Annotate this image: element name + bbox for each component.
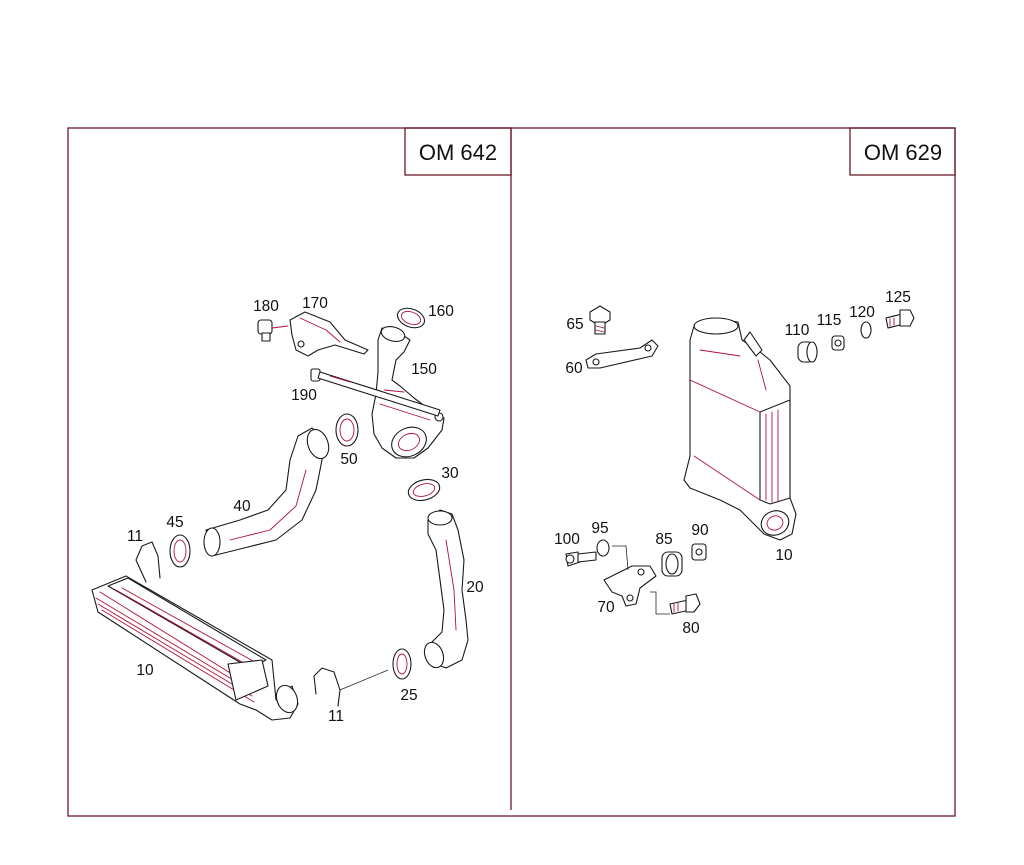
part-170-bracket [289, 311, 369, 357]
part-40-hose [203, 427, 330, 557]
part-45-seal-ring [169, 534, 191, 568]
panel-right-labels: 65 60 110 115 120 125 100 95 85 90 10 70… [554, 289, 911, 637]
part-90-sleeve [691, 543, 707, 561]
part-190-long-bolt [310, 368, 441, 417]
engine-label-right: OM 629 [864, 140, 942, 165]
label-170: 170 [302, 295, 328, 312]
label-115: 115 [817, 312, 842, 329]
panel-right-parts [565, 305, 915, 615]
part-70-bracket [603, 565, 657, 607]
part-100-bolt [565, 551, 597, 567]
part-180-bolt [257, 319, 289, 342]
part-50-seal-ring [335, 413, 359, 447]
part-10-intercooler-left [91, 575, 299, 721]
part-60-strap [585, 339, 659, 369]
panel-left-labels: 180 170 160 150 190 50 30 40 45 11 20 10… [127, 295, 484, 725]
part-95-washer [596, 539, 610, 557]
label-30: 30 [441, 465, 459, 482]
label-50: 50 [340, 451, 358, 468]
label-85: 85 [655, 531, 672, 548]
part-11-clamp-lower [313, 667, 341, 707]
engine-box-left [404, 127, 512, 176]
engine-label-left: OM 642 [419, 140, 497, 165]
part-20-hose [423, 509, 469, 669]
label-11-lower: 11 [328, 708, 344, 725]
label-120: 120 [849, 304, 875, 321]
label-90: 90 [691, 522, 709, 539]
part-30-seal-ring [407, 478, 441, 502]
part-65-bolt [589, 305, 611, 335]
label-45: 45 [166, 514, 183, 531]
label-10-left: 10 [136, 662, 154, 679]
label-80: 80 [682, 620, 700, 637]
part-80-bolt [669, 593, 701, 615]
label-190: 190 [291, 387, 317, 404]
part-115-sleeve [831, 335, 845, 351]
label-10-right: 10 [775, 547, 793, 564]
part-110-bushing [797, 341, 818, 363]
panel-frames [67, 127, 956, 817]
label-65: 65 [566, 316, 583, 333]
label-20: 20 [466, 579, 484, 596]
part-11-clamp-upper [135, 541, 161, 583]
label-11-upper: 11 [127, 528, 143, 545]
label-180: 180 [253, 298, 279, 315]
part-10-intercooler-right [683, 317, 797, 541]
label-110: 110 [785, 322, 810, 339]
label-25: 25 [400, 687, 417, 704]
label-125: 125 [885, 289, 911, 306]
label-150: 150 [411, 361, 437, 378]
label-70: 70 [597, 599, 615, 616]
part-150-housing [371, 326, 445, 459]
label-40: 40 [233, 498, 251, 515]
panel-left-parts [91, 307, 469, 721]
engine-box-right [849, 127, 956, 176]
label-160: 160 [428, 303, 454, 320]
leader-line [339, 669, 389, 691]
part-125-bolt [885, 309, 915, 329]
part-120-washer [860, 321, 872, 339]
part-85-bushing [661, 551, 683, 577]
label-95: 95 [591, 520, 608, 537]
part-160-seal-ring [396, 307, 426, 329]
label-100: 100 [554, 531, 580, 548]
part-25-seal-ring [392, 648, 412, 680]
label-60: 60 [565, 360, 583, 377]
leader-line [612, 545, 670, 615]
